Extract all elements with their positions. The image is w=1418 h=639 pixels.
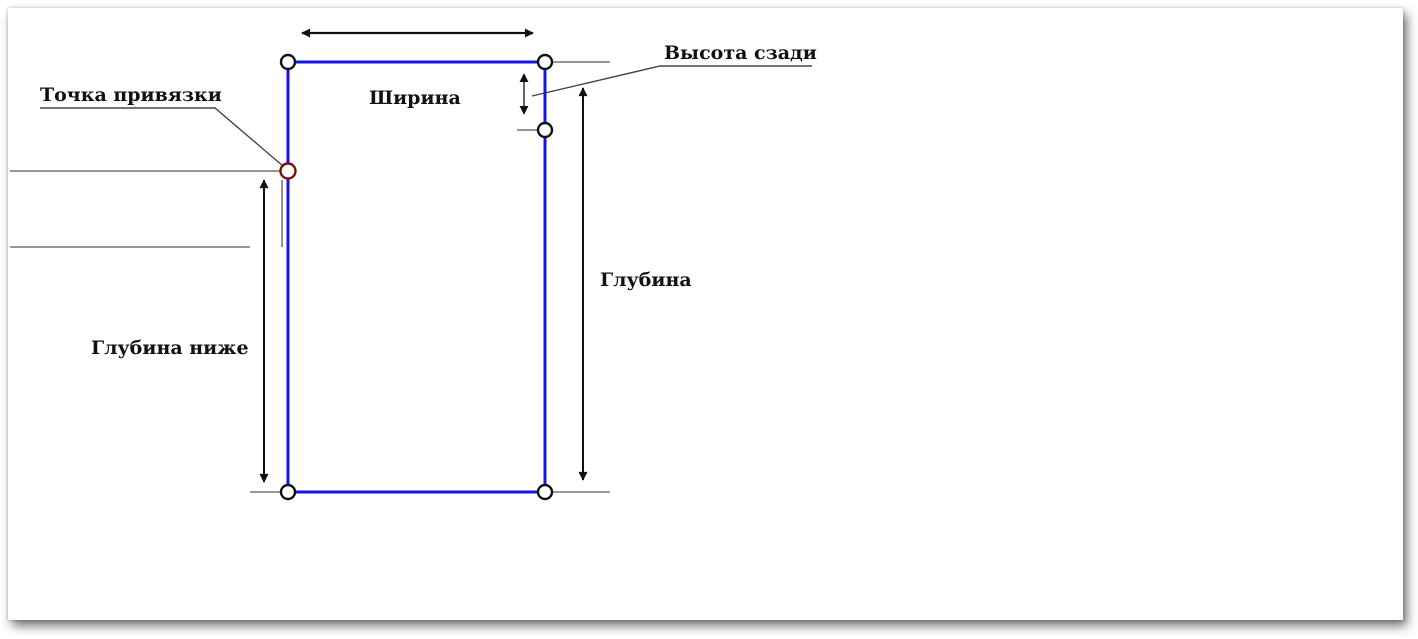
point-bottom-right[interactable] [536, 483, 554, 501]
leader-back-height [531, 65, 812, 97]
point-bottom-left[interactable] [279, 483, 297, 501]
label-depth-below: Глубина ниже [91, 337, 249, 359]
extension-lines [10, 61, 610, 493]
point-top-right[interactable] [536, 53, 554, 71]
control-points [279, 53, 554, 501]
point-top-left[interactable] [279, 53, 297, 71]
label-anchor-point: Точка привязки [40, 84, 222, 106]
point-anchor[interactable] [279, 162, 297, 180]
leader-lines [40, 65, 812, 167]
drawing-frame [8, 8, 1403, 620]
label-width: Ширина [369, 87, 461, 109]
label-depth: Глубина [600, 269, 692, 291]
point-back-height[interactable] [536, 121, 554, 139]
outline-shape [286, 60, 547, 494]
label-back-height: Высота сзади [664, 42, 817, 64]
dimension-arrows [259, 28, 588, 483]
leader-anchor-point [40, 107, 284, 167]
